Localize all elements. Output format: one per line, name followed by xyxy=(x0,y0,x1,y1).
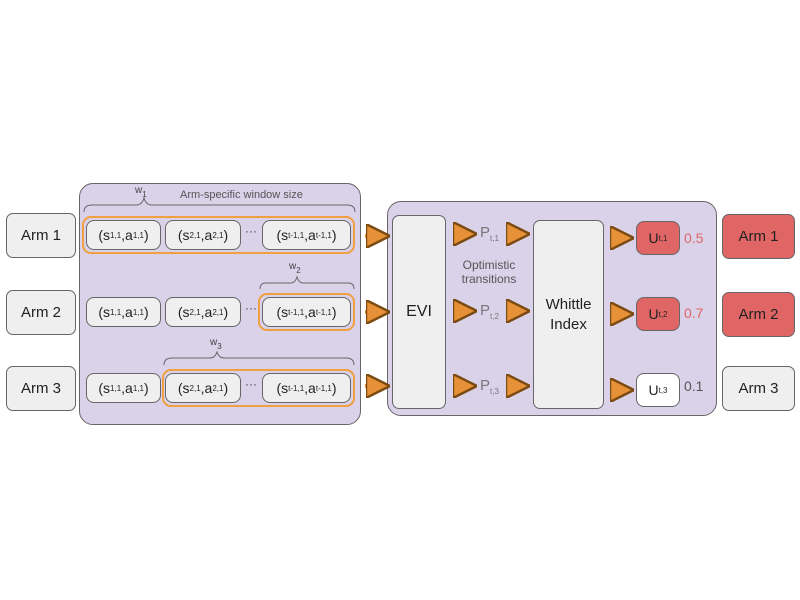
ellipsis-row3: ··· xyxy=(245,377,257,391)
left-arm-3: Arm 3 xyxy=(6,366,76,411)
right-arm-1: Arm 1 xyxy=(722,214,795,259)
score-3: 0.1 xyxy=(684,378,704,394)
window-label-1: w1 xyxy=(135,185,147,199)
window-label-2: w2 xyxy=(289,261,301,275)
p-label-2: Pt,2 xyxy=(480,302,499,321)
brace-window-3 xyxy=(163,350,355,366)
right-arm-3: Arm 3 xyxy=(722,366,795,411)
ellipsis-row1: ··· xyxy=(245,224,257,238)
score-2: 0.7 xyxy=(684,305,704,321)
window-outline-row2 xyxy=(258,293,355,331)
window-outline-row1 xyxy=(82,216,355,254)
window-outline-row3 xyxy=(162,369,355,407)
brace-window-1 xyxy=(83,196,356,213)
transitions-caption: Optimistic transitions xyxy=(461,258,517,286)
evi-box: EVI xyxy=(392,215,446,409)
score-1: 0.5 xyxy=(684,230,704,246)
right-arm-2: Arm 2 xyxy=(722,292,795,337)
left-arm-2: Arm 2 xyxy=(6,290,76,335)
whittle-index-box: Whittle Index xyxy=(533,220,604,409)
brace-window-2 xyxy=(259,275,355,290)
p-label-3: Pt,3 xyxy=(480,377,499,396)
window-label-3: w3 xyxy=(210,337,222,351)
window-size-caption: Arm-specific window size xyxy=(180,189,303,201)
p-label-1: Pt,1 xyxy=(480,224,499,243)
left-arm-1: Arm 1 xyxy=(6,213,76,258)
ellipsis-row2: ··· xyxy=(245,301,257,315)
